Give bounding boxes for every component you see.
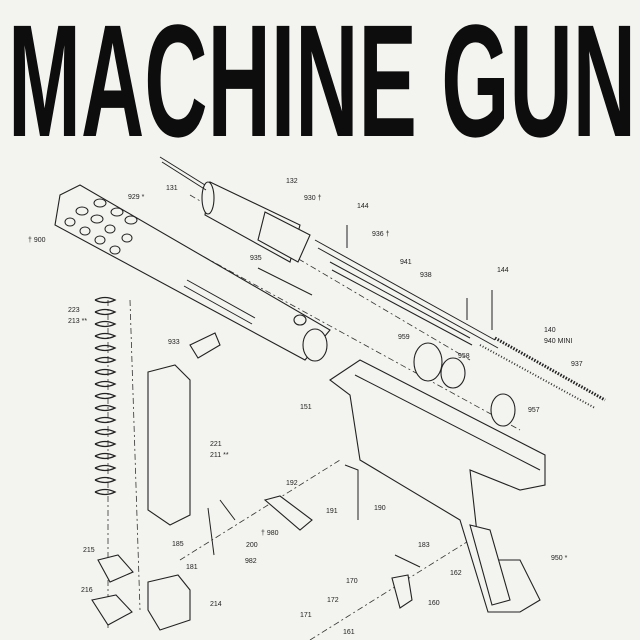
- label-185: 185: [172, 541, 184, 548]
- part-labels: 132 131 929 * 930 † † 900 144 936 † 941 …: [28, 178, 583, 636]
- receiver: [329, 359, 546, 613]
- label-935: 935: [250, 255, 262, 262]
- recoil-spring: [494, 336, 606, 402]
- label-216: 216: [81, 587, 93, 594]
- title-heading: MACHINE GUN: [8, 0, 636, 170]
- label-900: † 900: [28, 237, 46, 244]
- label-171: 171: [300, 612, 312, 619]
- label-132: 132: [286, 178, 298, 185]
- bolt: [201, 181, 311, 263]
- label-215: 215: [83, 547, 95, 554]
- label-172: 172: [327, 597, 339, 604]
- label-200: 200: [246, 542, 258, 549]
- magazine-spring: [94, 296, 117, 496]
- label-936: 936 †: [372, 231, 390, 238]
- label-162: 162: [450, 570, 462, 577]
- label-213: 213 **: [68, 318, 87, 325]
- label-161: 161: [343, 629, 355, 636]
- barrel-shroud: [54, 184, 331, 362]
- label-980: † 980: [261, 530, 279, 537]
- label-181: 181: [186, 564, 198, 571]
- label-950: 950 *: [551, 555, 568, 562]
- label-959: 959: [398, 334, 410, 341]
- label-214: 214: [210, 601, 222, 608]
- exploded-diagram: [54, 156, 606, 640]
- label-131: 131: [166, 185, 178, 192]
- label-183: 183: [418, 542, 430, 549]
- label-140: 140: [544, 327, 556, 334]
- label-937: 937: [571, 361, 583, 368]
- label-160: 160: [428, 600, 440, 607]
- label-929: 929 *: [128, 194, 145, 201]
- label-930: 930 †: [304, 195, 322, 202]
- label-982: 982: [245, 558, 257, 565]
- magazine: [147, 364, 191, 526]
- label-192: 192: [286, 480, 298, 487]
- label-151: 151: [300, 404, 312, 411]
- label-191: 191: [326, 508, 338, 515]
- label-190: 190: [374, 505, 386, 512]
- part-959: [413, 342, 443, 382]
- label-940-mini: 940 MINI: [544, 338, 572, 345]
- label-170: 170: [346, 578, 358, 585]
- label-144b: 144: [497, 267, 509, 274]
- label-144: 144: [357, 203, 369, 210]
- label-938: 938: [420, 272, 432, 279]
- label-941: 941: [400, 259, 412, 266]
- label-933: 933: [168, 339, 180, 346]
- label-957: 957: [528, 407, 540, 414]
- label-221: 221: [210, 441, 222, 448]
- label-211: 211 **: [210, 452, 229, 459]
- label-958: 958: [458, 353, 470, 360]
- label-223: 223: [68, 307, 80, 314]
